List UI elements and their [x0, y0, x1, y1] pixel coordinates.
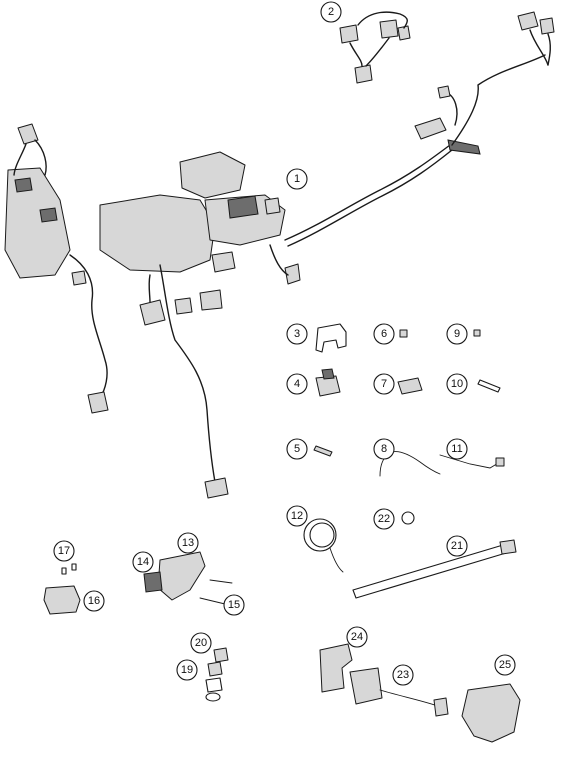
- callout-25: 25: [494, 654, 516, 676]
- callout-label: 10: [451, 378, 463, 390]
- callout-label: 16: [88, 595, 100, 607]
- callout-label: 14: [137, 556, 149, 568]
- main-wiring-harness: [4, 11, 555, 499]
- part-12-ring: [303, 518, 344, 573]
- callout-1: 1: [286, 168, 308, 190]
- part-13-bracket: [157, 551, 206, 601]
- part-17-screws: [61, 563, 77, 575]
- sub-harness-top: [339, 11, 411, 84]
- callout-13: 13: [177, 532, 199, 554]
- part-8-cable: [379, 451, 441, 477]
- callout-24: 24: [346, 626, 368, 648]
- callout-11: 11: [446, 438, 468, 460]
- callout-2: 2: [320, 1, 342, 23]
- callout-12: 12: [286, 505, 308, 527]
- part-6-plug: [399, 329, 408, 338]
- callout-label: 24: [351, 631, 363, 643]
- part-22-grommet: [401, 511, 415, 525]
- callout-label: 25: [499, 659, 511, 671]
- part-16-module: [43, 585, 81, 615]
- part-9-plug: [473, 329, 481, 337]
- callout-label: 1: [294, 173, 300, 185]
- callout-label: 2: [328, 6, 334, 18]
- part-25-housing: [461, 683, 521, 743]
- callout-label: 23: [397, 669, 409, 681]
- callout-label: 7: [381, 378, 387, 390]
- callout-label: 9: [454, 328, 460, 340]
- callout-label: 13: [182, 537, 194, 549]
- callout-5: 5: [286, 438, 308, 460]
- callout-label: 5: [294, 443, 300, 455]
- callout-23: 23: [392, 664, 414, 686]
- part-24-bracket: [319, 643, 353, 693]
- part-20-connector: [213, 647, 229, 663]
- callout-label: 22: [378, 513, 390, 525]
- callout-14: 14: [132, 551, 154, 573]
- callout-15: 15: [223, 594, 245, 616]
- callout-label: 8: [381, 443, 387, 455]
- part-5-fuse: [313, 445, 333, 457]
- callout-19: 19: [176, 659, 198, 681]
- callout-9: 9: [446, 323, 468, 345]
- callout-label: 11: [451, 443, 462, 455]
- part-23-sensor: [349, 667, 449, 717]
- part-19-connector-stack: [205, 661, 223, 702]
- callout-label: 15: [228, 599, 240, 611]
- part-11-cable: [439, 454, 505, 469]
- callout-label: 4: [294, 378, 300, 390]
- callout-7: 7: [373, 373, 395, 395]
- callout-label: 12: [291, 510, 303, 522]
- callout-16: 16: [83, 590, 105, 612]
- callout-label: 21: [451, 540, 463, 552]
- part-3-clip: [315, 323, 347, 353]
- callout-label: 19: [181, 664, 193, 676]
- callout-22: 22: [373, 508, 395, 530]
- part-4-holder: [315, 368, 341, 397]
- callout-8: 8: [373, 438, 395, 460]
- part-10-sensor: [477, 379, 501, 393]
- part-7-connector: [397, 377, 423, 395]
- callout-21: 21: [446, 535, 468, 557]
- callout-label: 3: [294, 328, 300, 340]
- part-21-cable-tie: [352, 539, 517, 599]
- callout-17: 17: [53, 540, 75, 562]
- callout-4: 4: [286, 373, 308, 395]
- callout-10: 10: [446, 373, 468, 395]
- callout-20: 20: [190, 632, 212, 654]
- callout-label: 6: [381, 328, 387, 340]
- callout-label: 20: [195, 637, 207, 649]
- part-14-relay: [143, 571, 163, 593]
- callout-6: 6: [373, 323, 395, 345]
- part-15-screws: [199, 579, 233, 605]
- callout-label: 17: [58, 545, 70, 557]
- callout-3: 3: [286, 323, 308, 345]
